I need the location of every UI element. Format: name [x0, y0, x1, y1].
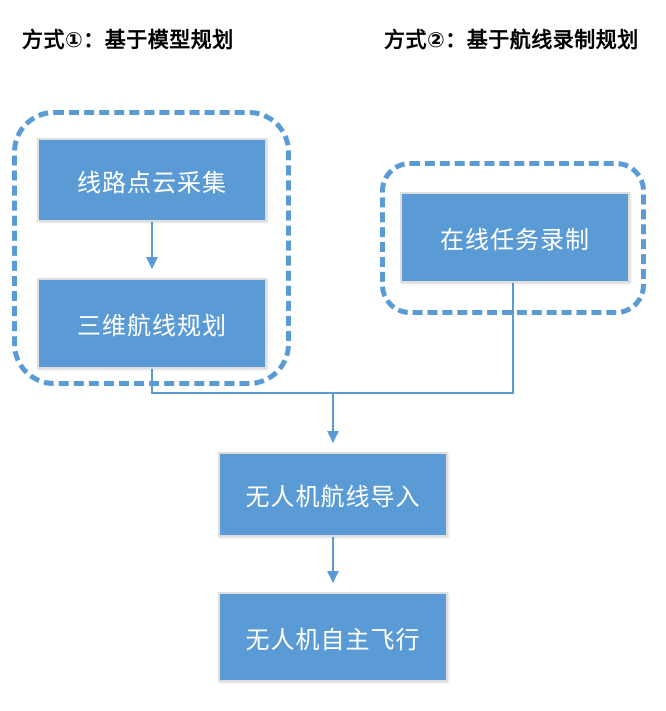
node-uav-route-import: 无人机航线导入 [218, 452, 448, 537]
node-online-task-recording: 在线任务录制 [400, 192, 630, 283]
node-uav-autonomous-flight: 无人机自主飞行 [218, 592, 448, 682]
node-point-cloud-collection: 线路点云采集 [37, 138, 267, 222]
method2-heading: 方式②：基于航线录制规划 [384, 29, 639, 52]
node-3d-route-planning: 三维航线规划 [37, 278, 267, 369]
method1-heading: 方式①：基于模型规划 [22, 29, 234, 52]
